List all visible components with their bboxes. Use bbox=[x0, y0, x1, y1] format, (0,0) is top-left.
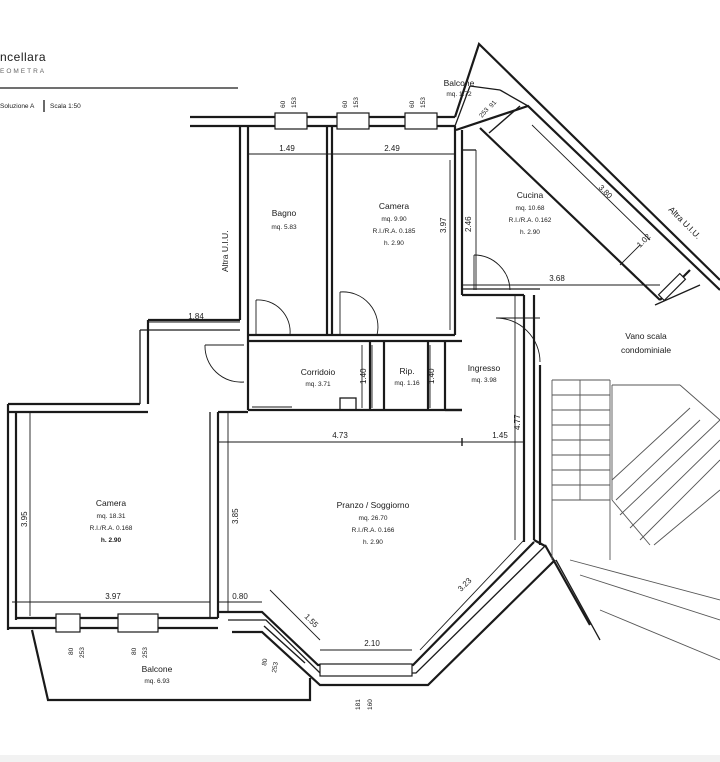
window-label: 160 bbox=[367, 699, 374, 710]
room-area: mq. 18.31 bbox=[97, 513, 126, 520]
dim-cucina-height: 2.46 bbox=[464, 216, 473, 232]
label-altra-uiu-left: Altra U.I.U. bbox=[220, 230, 230, 272]
dim-397: 3.97 bbox=[105, 592, 121, 601]
room-name: Cucina bbox=[517, 190, 544, 200]
window-label: 253 bbox=[478, 106, 491, 119]
room-area: mq. 26.70 bbox=[359, 515, 388, 522]
exterior-walls bbox=[6, 41, 720, 702]
window-label: 153 bbox=[420, 97, 427, 108]
room-name: Vano scala bbox=[625, 331, 667, 341]
window-label: 80 bbox=[131, 647, 138, 655]
dim-camera1-height: 3.97 bbox=[439, 217, 448, 233]
room-name: Rip. bbox=[399, 366, 414, 376]
window-label: 181 bbox=[355, 699, 362, 710]
label-altra-uiu-right: Altra U.I.U. bbox=[667, 204, 703, 240]
dim-473: 4.73 bbox=[332, 431, 348, 440]
room-area: mq. 3.71 bbox=[305, 381, 331, 388]
dim-323: 3.23 bbox=[456, 576, 474, 594]
window-labels: 60 153 60 153 60 153 91 253 80 253 80 25… bbox=[68, 97, 498, 710]
room-height: h. 2.90 bbox=[363, 539, 383, 546]
dimension-lines bbox=[12, 124, 660, 651]
window-label: 60 bbox=[409, 100, 416, 108]
room-bagno: Bagno mq. 5.83 bbox=[271, 208, 297, 231]
window-label: 60 bbox=[342, 100, 349, 108]
room-balcone-top: Balcone mq. 1.72 bbox=[444, 78, 475, 98]
room-area: mq. 9.90 bbox=[381, 216, 407, 223]
dim-145: 1.45 bbox=[492, 431, 508, 440]
interior-walls bbox=[218, 126, 540, 414]
room-area: mq. 5.83 bbox=[271, 224, 297, 231]
room-camera-1: Camera mq. 9.90 R.I./R.A. 0.185 h. 2.90 bbox=[373, 201, 416, 247]
dim-155: 1.55 bbox=[303, 612, 321, 630]
room-corridoio: Corridoio mq. 3.71 bbox=[301, 367, 336, 388]
dim-395: 3.95 bbox=[20, 511, 29, 527]
solution-label: Soluzione A bbox=[0, 103, 35, 110]
dim-camera1-width: 2.49 bbox=[384, 144, 400, 153]
footer-strip bbox=[0, 755, 720, 762]
room-ripostiglio: Rip. mq. 1.16 bbox=[394, 366, 420, 387]
room-cucina: Cucina mq. 10.68 R.I./R.A. 0.162 h. 2.90 bbox=[509, 190, 552, 236]
room-name-line2: condominiale bbox=[621, 345, 671, 355]
window-label: 253 bbox=[79, 647, 86, 658]
room-area: mq. 1.72 bbox=[446, 91, 472, 98]
room-ria: R.I./R.A. 0.166 bbox=[352, 527, 395, 534]
dim-cucina-width: 3.68 bbox=[549, 274, 565, 283]
room-ria: R.I./R.A. 0.168 bbox=[90, 525, 133, 532]
room-balcone-bottom: Balcone mq. 6.93 bbox=[142, 664, 173, 685]
room-ria: R.I./R.A. 0.185 bbox=[373, 228, 416, 235]
dim-corridoio-height: 1.40 bbox=[359, 368, 368, 384]
room-area: mq. 10.68 bbox=[516, 205, 545, 212]
room-name: Bagno bbox=[272, 208, 297, 218]
scale-label: Scala 1:50 bbox=[50, 103, 81, 110]
room-area: mq. 1.16 bbox=[394, 380, 420, 387]
window-label: 80 bbox=[261, 658, 269, 667]
window-label: 253 bbox=[271, 661, 280, 673]
stairwell bbox=[551, 379, 720, 661]
room-area: mq. 6.93 bbox=[144, 678, 170, 685]
dim-385: 3.85 bbox=[231, 508, 240, 524]
room-ingresso: Ingresso mq. 3.98 bbox=[468, 363, 501, 384]
window-label: 91 bbox=[488, 99, 498, 109]
brand-name: ncellara bbox=[0, 50, 46, 64]
room-name: Camera bbox=[96, 498, 127, 508]
room-name: Pranzo / Soggiorno bbox=[337, 500, 410, 510]
dim-bagno-width: 1.49 bbox=[279, 144, 295, 153]
room-name: Ingresso bbox=[468, 363, 501, 373]
window-label: 60 bbox=[280, 100, 287, 108]
window-label: 253 bbox=[142, 647, 149, 658]
room-name: Balcone bbox=[444, 78, 475, 88]
room-vano-scala: Vano scala condominiale bbox=[621, 331, 671, 355]
dim-rip-height: 1.40 bbox=[427, 368, 436, 384]
window-label: 80 bbox=[68, 647, 75, 655]
room-height: h. 2.90 bbox=[101, 537, 122, 544]
room-camera-2: Camera mq. 18.31 R.I./R.A. 0.168 h. 2.90 bbox=[90, 498, 133, 544]
windows bbox=[55, 105, 687, 677]
window-label: 153 bbox=[353, 97, 360, 108]
room-name: Corridoio bbox=[301, 367, 336, 377]
dim-477: 4.77 bbox=[513, 414, 522, 430]
doors bbox=[204, 254, 541, 408]
room-ria: R.I./R.A. 0.162 bbox=[509, 217, 552, 224]
room-name: Camera bbox=[379, 201, 410, 211]
dim-cucina-small: 1.02 bbox=[635, 232, 653, 250]
room-soggiorno: Pranzo / Soggiorno mq. 26.70 R.I./R.A. 0… bbox=[337, 500, 410, 546]
window-label: 153 bbox=[291, 97, 298, 108]
dim-080: 0.80 bbox=[232, 592, 248, 601]
dim-left-184: 1.84 bbox=[188, 312, 204, 321]
room-name: Balcone bbox=[142, 664, 173, 674]
dim-210: 2.10 bbox=[364, 639, 380, 648]
brand-subtitle: EOMETRA bbox=[0, 68, 46, 75]
dimension-texts: 1.49 2.49 3.97 2.46 3.68 3.80 1.02 1.84 … bbox=[20, 144, 653, 648]
room-area: mq. 3.98 bbox=[471, 377, 497, 384]
room-height: h. 2.90 bbox=[384, 240, 404, 247]
room-height: h. 2.90 bbox=[520, 229, 540, 236]
